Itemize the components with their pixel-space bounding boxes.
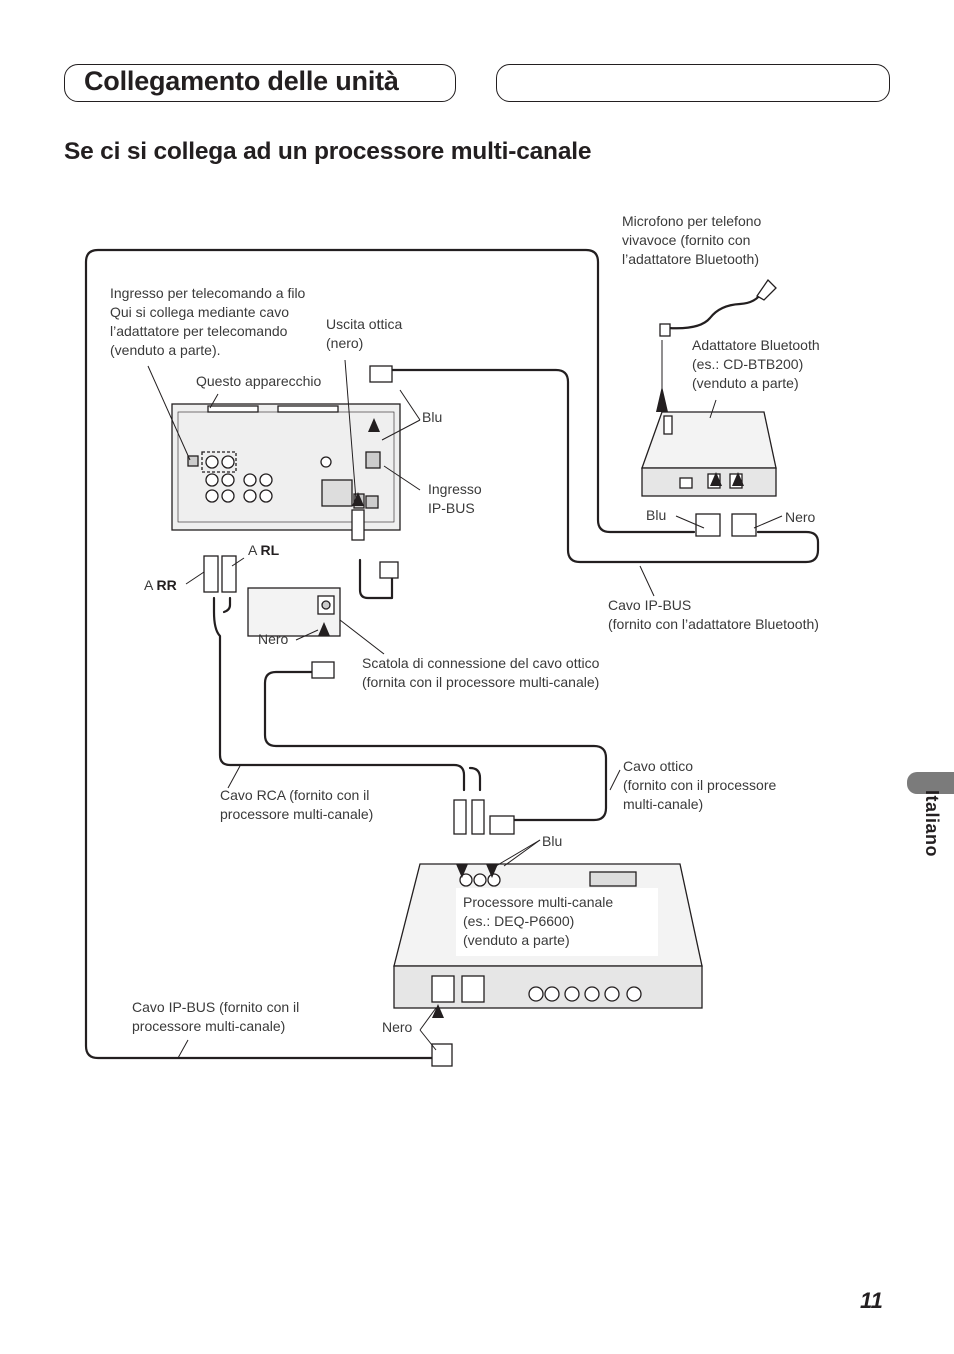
label-this-unit: Questo apparecchio bbox=[196, 373, 322, 389]
label-to-rr: A RR bbox=[144, 577, 177, 593]
label-ipbus-cable-processor: Cavo IP-BUS (fornito con il processore m… bbox=[132, 999, 300, 1034]
label-optical-cable: Cavo ottico (fornito con il processore m… bbox=[623, 758, 777, 812]
label-remote-input: Ingresso per telecomando a filo Qui si c… bbox=[110, 285, 306, 358]
page-number: 11 bbox=[860, 1288, 883, 1313]
label-black-processor: Nero bbox=[382, 1019, 413, 1035]
processor-label-area bbox=[456, 888, 658, 956]
optical-cable bbox=[263, 670, 608, 822]
label-microphone: Microfono per telefono vivavoce (fornito… bbox=[622, 213, 762, 267]
ipbus-cable-outer bbox=[84, 248, 696, 1060]
label-blue-top: Blu bbox=[422, 409, 443, 425]
plugs bbox=[203, 278, 777, 1067]
label-ipbus-cable-bt: Cavo IP-BUS (fornito con l’adattatore Bl… bbox=[608, 597, 819, 632]
page-subheading: Se ci si collega ad un processore multi-… bbox=[64, 138, 592, 165]
label-blue-processor: Blu bbox=[542, 833, 563, 849]
optical-connection-box bbox=[247, 587, 341, 637]
bluetooth-adapter bbox=[641, 411, 777, 497]
microphone-cable bbox=[666, 290, 764, 330]
label-black-bt: Nero bbox=[785, 509, 816, 525]
label-ipbus-input: Ingresso IP-BUS bbox=[428, 481, 482, 516]
label-to-rl: A RL bbox=[248, 542, 280, 558]
label-black-box: Nero bbox=[258, 631, 289, 647]
label-optical-box: Scatola di connessione del cavo ottico (… bbox=[362, 655, 600, 690]
ipbus-cable-bt bbox=[390, 368, 820, 564]
rca-cable bbox=[212, 596, 466, 792]
head-unit bbox=[171, 403, 401, 531]
leader-lines bbox=[147, 340, 783, 1059]
label-rca-cable: Cavo RCA (fornito con il processore mult… bbox=[220, 787, 374, 822]
header-empty-frame bbox=[496, 64, 890, 102]
language-tab bbox=[907, 772, 954, 794]
label-optical-output: Uscita ottica (nero) bbox=[326, 316, 403, 351]
section-title: Collegamento delle unità bbox=[84, 66, 399, 96]
label-blue-bt: Blu bbox=[646, 507, 667, 523]
section-title-frame bbox=[64, 64, 456, 102]
language-label: Italiano bbox=[922, 790, 942, 858]
label-processor: Processore multi-canale (es.: DEQ-P6600)… bbox=[463, 894, 614, 948]
label-bluetooth-adapter: Adattatore Bluetooth (es.: CD-BTB200) (v… bbox=[692, 337, 820, 391]
